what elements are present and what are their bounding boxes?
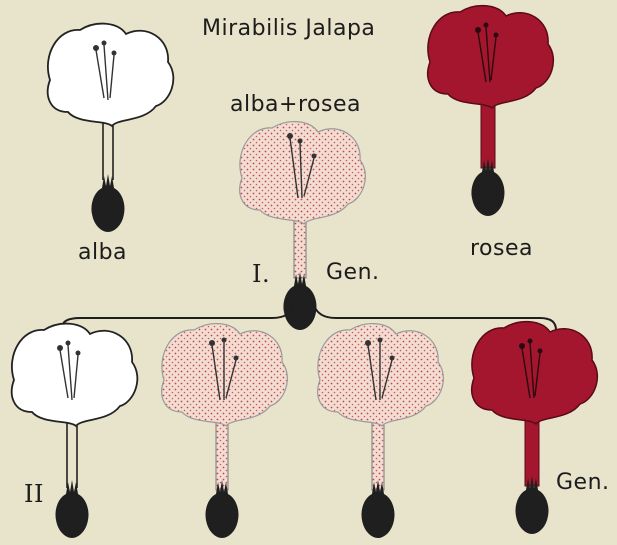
diagram-title: Mirabilis Jalapa <box>202 16 375 41</box>
parent-rosea-label: rosea <box>470 236 533 261</box>
flower-f2-rosea <box>472 322 598 534</box>
flower-f2-hybrid-1 <box>162 324 288 538</box>
flower-rosea-parent <box>428 6 554 216</box>
generation-2-label: Gen. <box>556 470 610 495</box>
parent-alba-label: alba <box>78 240 127 265</box>
generation-1-label: Gen. <box>326 260 380 285</box>
flower-f2-hybrid-2 <box>318 324 444 538</box>
generation-1-numeral: I. <box>252 260 270 288</box>
flower-f1-hybrid <box>240 122 366 330</box>
generation-2-numeral: II <box>24 480 44 508</box>
hybrid-cross-label: alba+rosea <box>230 92 361 117</box>
flower-alba-parent <box>48 24 174 232</box>
